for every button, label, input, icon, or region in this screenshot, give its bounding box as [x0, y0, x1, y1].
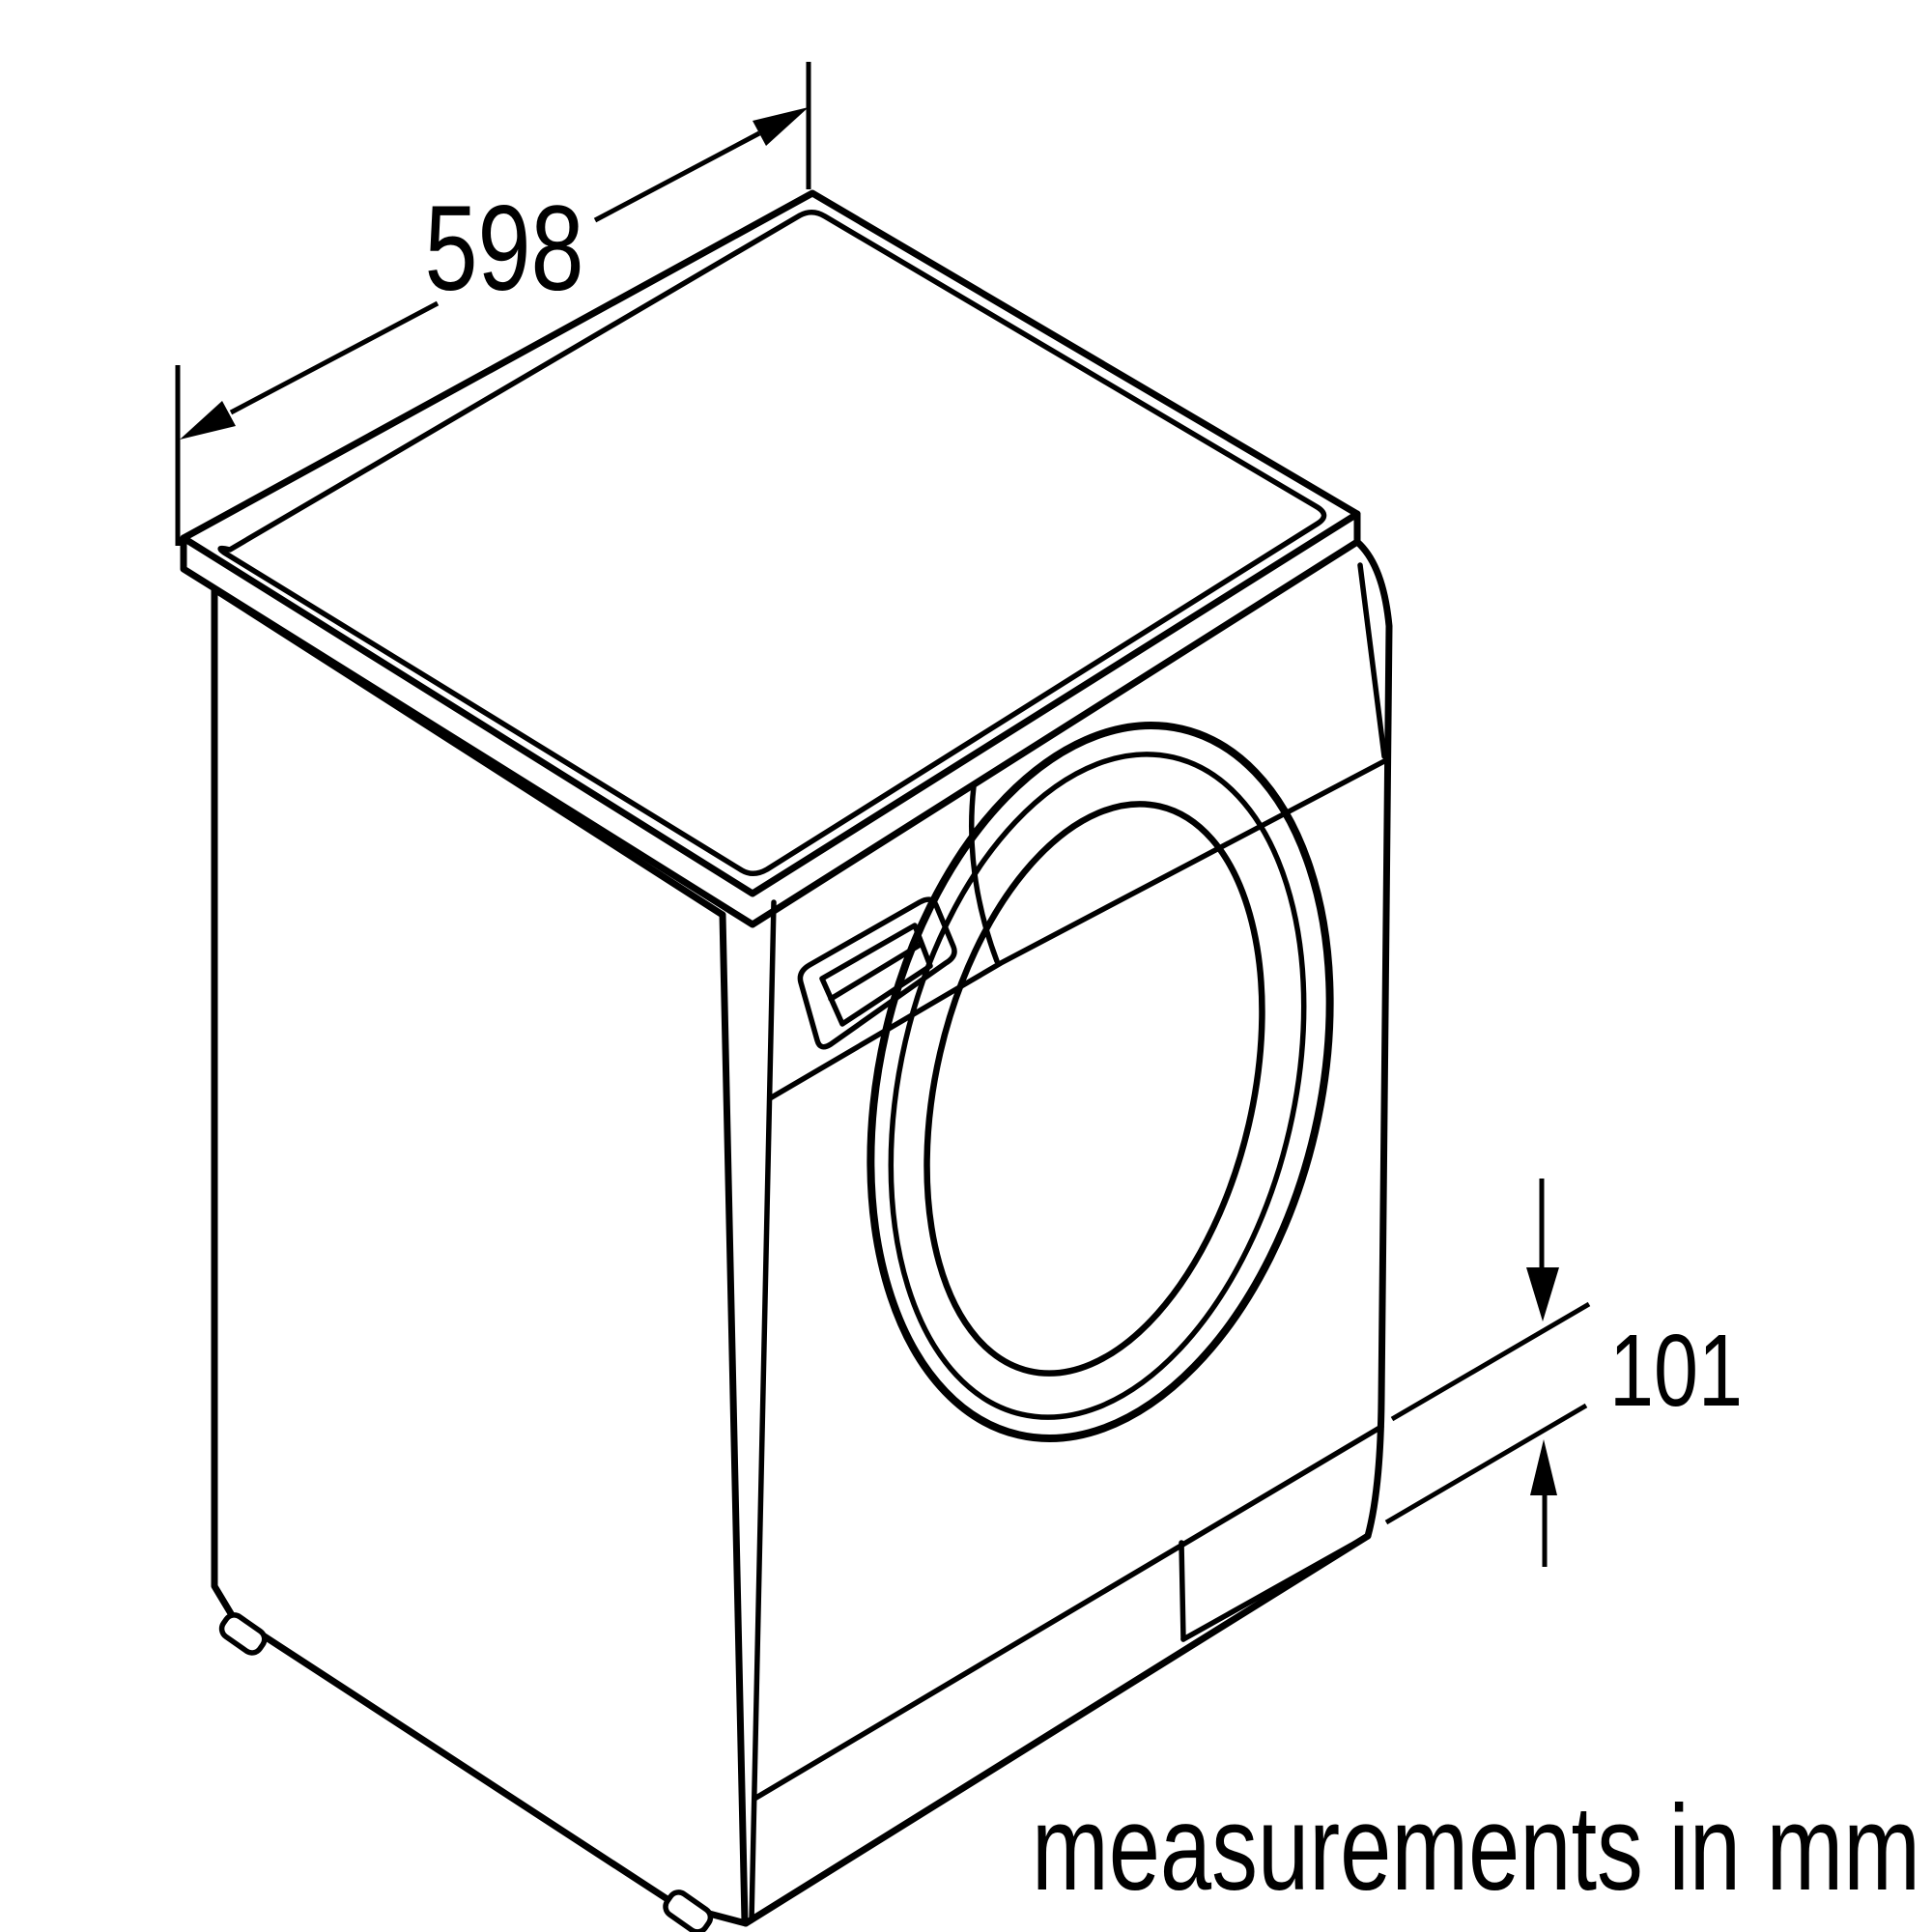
door-glass-ring	[923, 801, 1265, 1377]
extension-line-bottom	[1384, 1403, 1588, 1525]
dimension-label-101: 101	[1609, 1314, 1743, 1428]
dimension-line-left-segment	[229, 300, 440, 415]
control-panel-bottom-edge	[767, 758, 1387, 1101]
service-flap-divider	[1179, 1540, 1186, 1642]
base-top-edge	[752, 1424, 1384, 1802]
service-flap-bottom-edge	[1180, 1533, 1371, 1642]
base-bottom-edge	[742, 1532, 1372, 1927]
machine-drawing	[180, 189, 1393, 1932]
program-panel-right-edge	[1357, 562, 1387, 759]
front-left-corner-inner	[749, 899, 777, 1923]
top-panel-outline	[180, 189, 1361, 897]
dimension-top-width: 598	[175, 62, 811, 546]
dimension-label-598: 598	[425, 182, 584, 316]
arrowhead-down	[1526, 1267, 1559, 1321]
foot-front-left	[663, 1889, 714, 1932]
dimension-plinth-height: 101	[1384, 1179, 1743, 1567]
side-panel	[211, 585, 750, 1927]
units-caption: measurements in mm	[1032, 1781, 1920, 1916]
right-edge	[1353, 538, 1393, 1540]
dimension-line-right-segment	[593, 130, 761, 223]
arrowhead-right	[753, 107, 809, 146]
door-outer-ring	[867, 722, 1334, 1442]
extension-line-top	[1390, 1301, 1591, 1422]
top-panel-rim	[217, 210, 1327, 876]
door	[867, 722, 1334, 1442]
arrowhead-up	[1530, 1439, 1557, 1495]
door-middle-ring	[888, 752, 1307, 1420]
top-panel-edge-band	[180, 510, 1361, 928]
front-left-corner-outer	[719, 911, 749, 1926]
foot-rear-left	[218, 1612, 268, 1656]
arrowhead-left	[180, 401, 236, 440]
